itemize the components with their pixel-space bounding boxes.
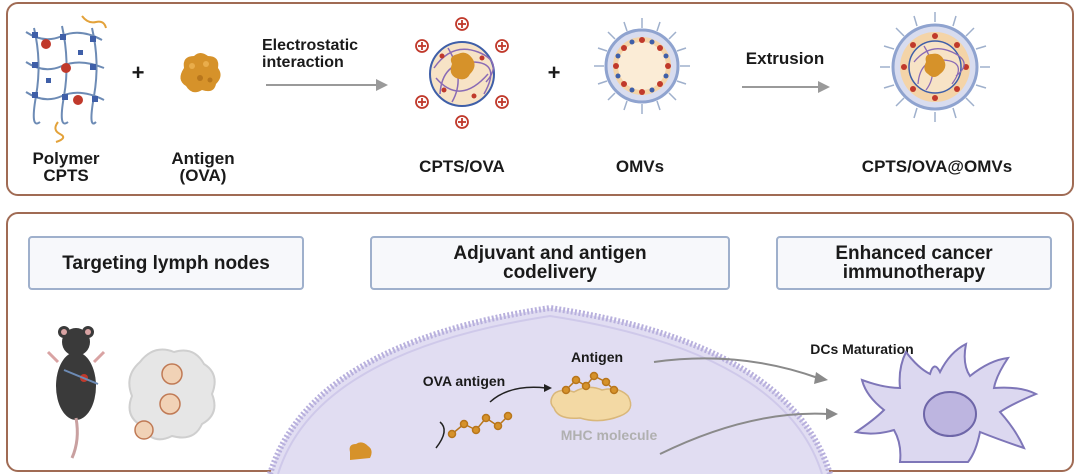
dendritic-cell-body	[267, 304, 833, 474]
ova-antigen-blob	[180, 53, 221, 93]
interaction-arrow	[266, 79, 388, 91]
box3-text: Enhanced cancer immunotherapy	[835, 244, 992, 282]
arrow1-line1: Electrostatic	[262, 37, 359, 54]
mature-dendritic-cell	[853, 342, 1039, 463]
ova-blob-small	[349, 442, 372, 460]
box1-text: Targeting lymph nodes	[62, 252, 270, 274]
cpts-ova-omvs-particle	[880, 12, 990, 122]
antigen-line1: Antigen	[171, 149, 235, 168]
mhc-molecule-label: MHC molecule	[560, 427, 658, 443]
targeting-lymph-nodes-box: Targeting lymph nodes	[28, 236, 304, 290]
extrusion-arrow	[742, 81, 830, 93]
dcs-maturation-label: DCs Maturation	[810, 341, 914, 357]
box3-line2: immunotherapy	[842, 262, 986, 283]
immunotherapy-box: Enhanced cancer immunotherapy	[776, 236, 1052, 290]
lymph-node-cluster	[128, 348, 216, 441]
ova-peptide-chain	[447, 411, 513, 439]
omv-vesicle	[594, 18, 690, 114]
synthesis-panel	[6, 2, 1074, 196]
maturation-arrows	[653, 357, 838, 455]
arrow2-label: Extrusion	[745, 49, 825, 68]
mhc-molecule	[550, 386, 632, 422]
plus-sign-1: +	[131, 60, 145, 85]
ova-antigen-label: OVA antigen	[422, 373, 506, 389]
antigen-label-bottom: Antigen	[570, 349, 624, 365]
presented-peptide	[561, 371, 619, 395]
arrow1-line2: interaction	[262, 53, 344, 71]
mouse-lymph-node-illustration	[46, 326, 216, 459]
omvs-label: OMVs	[615, 157, 665, 176]
mouse-icon	[46, 326, 106, 459]
polymer-line2: CPTS	[43, 166, 89, 185]
codelivery-box: Adjuvant and antigen codelivery	[370, 236, 730, 290]
box2-text: Adjuvant and antigen codelivery	[453, 244, 646, 282]
polymer-line1: Polymer	[32, 149, 100, 168]
box2-line1: Adjuvant and antigen	[453, 243, 647, 264]
polymer-cpts-network	[25, 15, 107, 143]
cpts-ova-particle	[415, 17, 509, 129]
plus-sign-2: +	[547, 60, 561, 85]
box3-line1: Enhanced cancer	[835, 243, 993, 264]
polymer-label: Polymer CPTS	[16, 150, 116, 184]
curved-arrow-1	[435, 421, 445, 449]
antigen-line2: (OVA)	[179, 166, 227, 185]
antigen-label: Antigen (OVA)	[158, 150, 248, 184]
box2-line2: codelivery	[503, 262, 597, 283]
arrow1-label: Electrostatic interaction	[262, 37, 392, 72]
final-particle-label: CPTS/OVA@OMVs	[861, 157, 1013, 176]
cpts-ova-label: CPTS/OVA	[419, 157, 505, 176]
antigen-processing-graphic	[349, 371, 632, 460]
